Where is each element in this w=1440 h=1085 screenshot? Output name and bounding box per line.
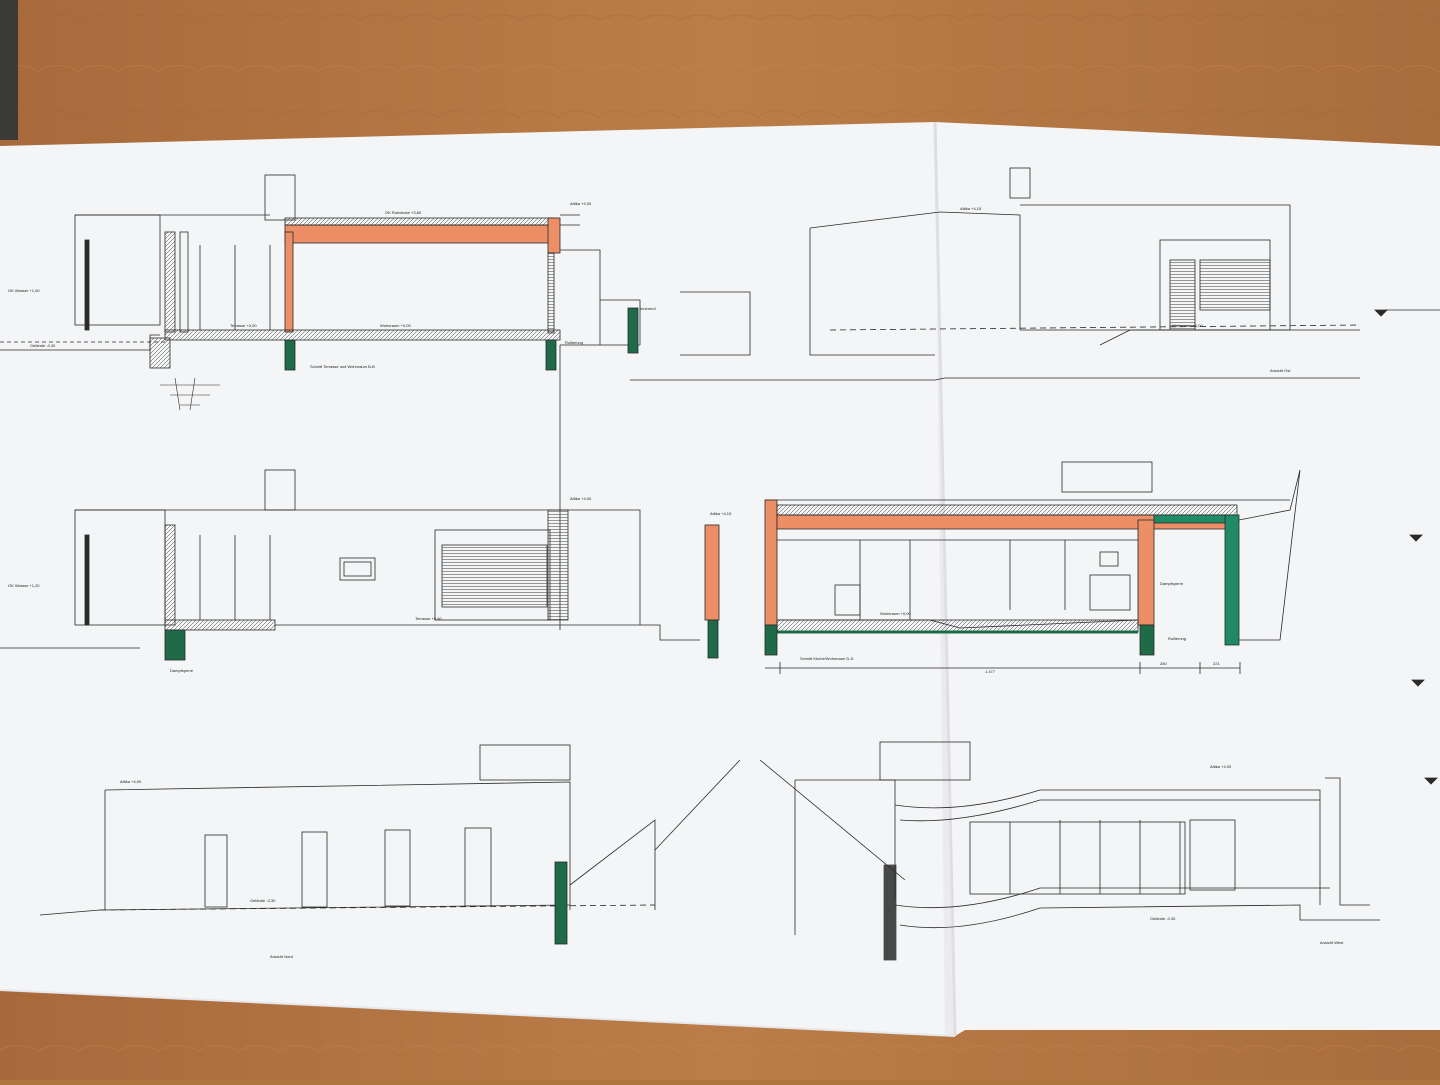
svg-text:Dampfsperre: Dampfsperre [1160, 581, 1184, 586]
svg-text:Schnitt Küche/Wohnraum D-D: Schnitt Küche/Wohnraum D-D [800, 656, 854, 661]
paper-sheet [0, 122, 1440, 1036]
svg-text:Ansicht Nord: Ansicht Nord [270, 954, 293, 959]
svg-text:Wohnraum +0,00: Wohnraum +0,00 [380, 323, 411, 328]
svg-text:1.477: 1.477 [985, 669, 996, 674]
svg-text:221: 221 [1213, 661, 1220, 666]
svg-text:Rollierung: Rollierung [1168, 636, 1186, 641]
svg-text:Dampfsperre: Dampfsperre [170, 668, 194, 673]
svg-text:Wohnraum +0,00: Wohnraum +0,00 [1172, 323, 1203, 328]
svg-text:Gelände -0,30: Gelände -0,30 [250, 898, 276, 903]
svg-text:OK Wasser +1,00: OK Wasser +1,00 [8, 288, 40, 293]
section-bb-labels: OK Wasser +1,00 Gelände -0,30 Attika +4,… [8, 201, 656, 369]
svg-text:280: 280 [1160, 661, 1167, 666]
svg-text:Attika +4,00: Attika +4,00 [570, 496, 592, 501]
section-dd-labels: Attika +4,15 Wohnraum +0,00 Schnitt Küch… [710, 511, 1220, 674]
svg-text:Attika +4,15: Attika +4,15 [710, 511, 732, 516]
svg-text:Terrasse +0,00: Terrasse +0,00 [230, 323, 257, 328]
svg-text:OK Rohdecke +3,80: OK Rohdecke +3,80 [385, 210, 422, 215]
hatch-details-1 [160, 377, 220, 411]
elevation-middle-labels: OK Wasser +1,20 Attika +4,00 Terrasse +0… [8, 496, 592, 673]
elevation-ost-labels: Ansicht Ost Attika +4,15 Wohnraum +0,00 [960, 206, 1291, 373]
svg-text:Attika +4,00: Attika +4,00 [120, 779, 142, 784]
right-margin-markers [1409, 534, 1425, 687]
elevation-west [794, 741, 1438, 961]
dark-corner [0, 0, 18, 140]
svg-text:Attika +4,00: Attika +4,00 [1210, 764, 1232, 769]
svg-text:Gelände -0,30: Gelände -0,30 [30, 343, 56, 348]
elevation-ost [630, 167, 1440, 381]
svg-text:Gelände -0,30: Gelände -0,30 [1150, 916, 1176, 921]
svg-text:Ansicht West: Ansicht West [1320, 940, 1344, 945]
elevation-nord [39, 744, 906, 945]
section-dd [704, 461, 1301, 674]
svg-text:Wohnraum +0,00: Wohnraum +0,00 [880, 611, 911, 616]
svg-text:Attika +4,15: Attika +4,15 [960, 206, 982, 211]
elevation-west-labels: Attika +4,00 Gelände -0,30 Ansicht West [1150, 764, 1344, 945]
svg-text:Attika +4,00: Attika +4,00 [570, 201, 592, 206]
elevation-nord-labels: Attika +4,00 Gelände -0,30 Ansicht Nord [120, 779, 293, 959]
svg-text:OK Wasser +1,20: OK Wasser +1,20 [8, 583, 40, 588]
svg-text:Schnitt Terrasse und Wohnraum: Schnitt Terrasse und Wohnraum B-B [310, 364, 375, 369]
svg-text:Ansicht Ost: Ansicht Ost [1270, 368, 1291, 373]
svg-text:Innenhof: Innenhof [640, 306, 656, 311]
svg-text:Terrasse +0,00: Terrasse +0,00 [415, 616, 442, 621]
elevation-middle [0, 469, 700, 661]
svg-text:Rollierung: Rollierung [565, 340, 583, 345]
